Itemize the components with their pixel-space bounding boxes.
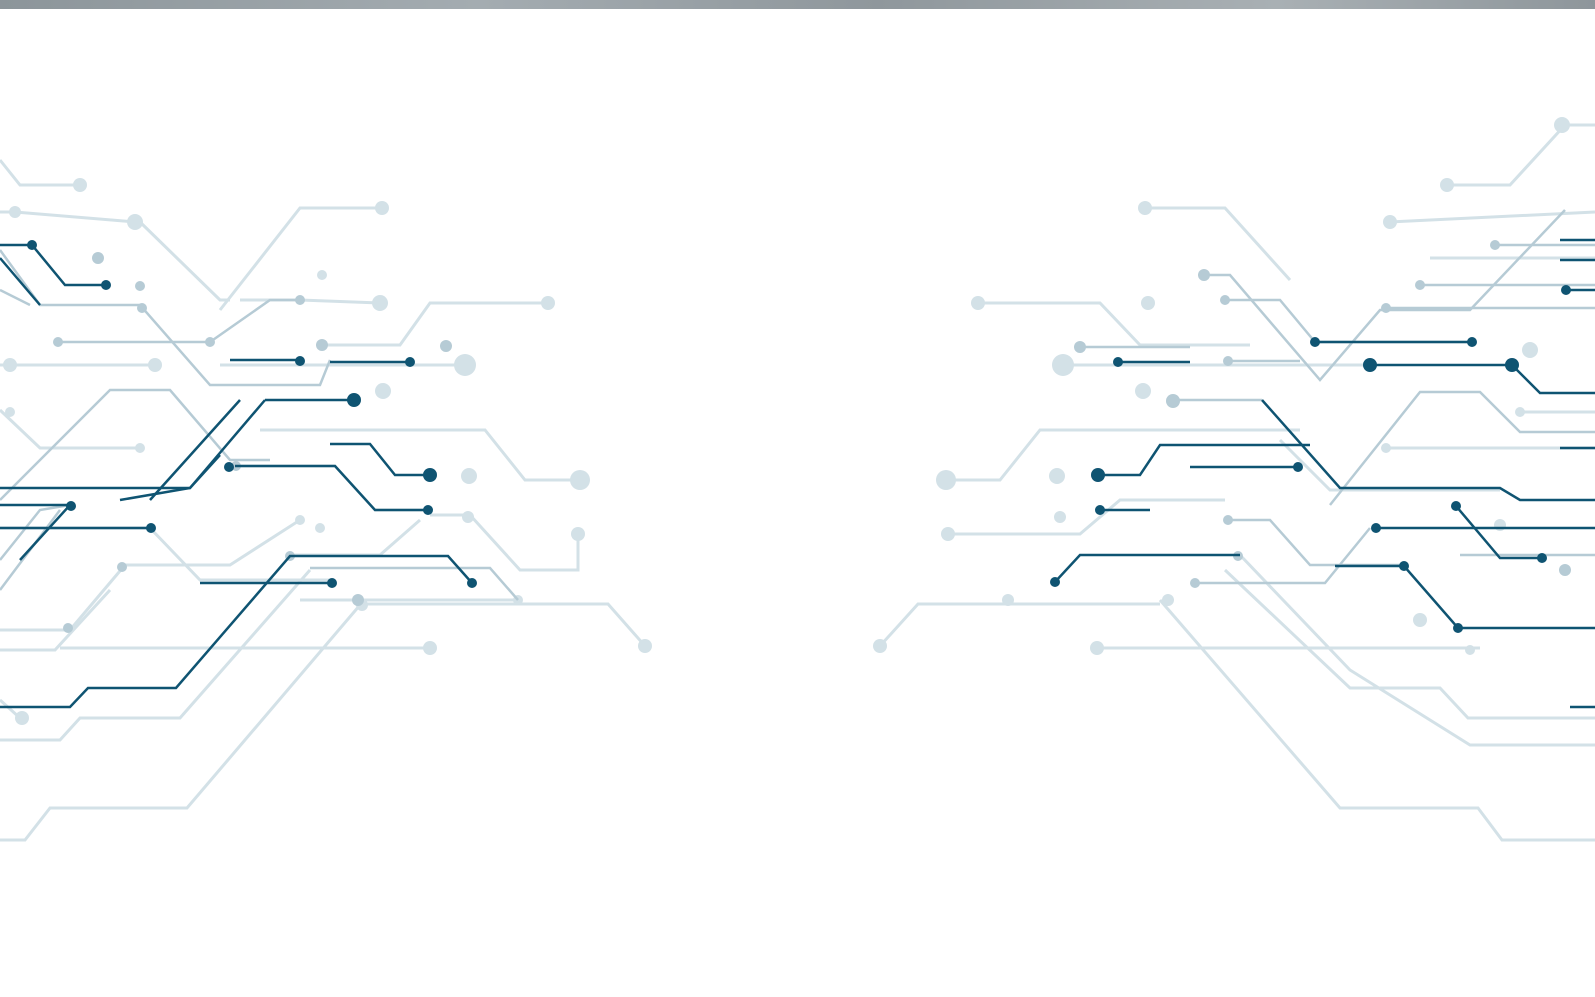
top-strip [0, 0, 1595, 9]
right-circuit-mid-nodes [1074, 240, 1571, 588]
right-circuit-faint [878, 123, 1595, 842]
left-circuit-mid-nodes [53, 252, 452, 633]
left-circuit-faint-nodes [3, 178, 652, 725]
left-circuit-accent-nodes [27, 240, 477, 588]
right-circuit-faint-nodes [873, 117, 1570, 655]
right-circuit-accent [1054, 238, 1595, 709]
left-circuit-accent [0, 243, 473, 709]
right-circuit-accent-nodes [1050, 285, 1571, 633]
